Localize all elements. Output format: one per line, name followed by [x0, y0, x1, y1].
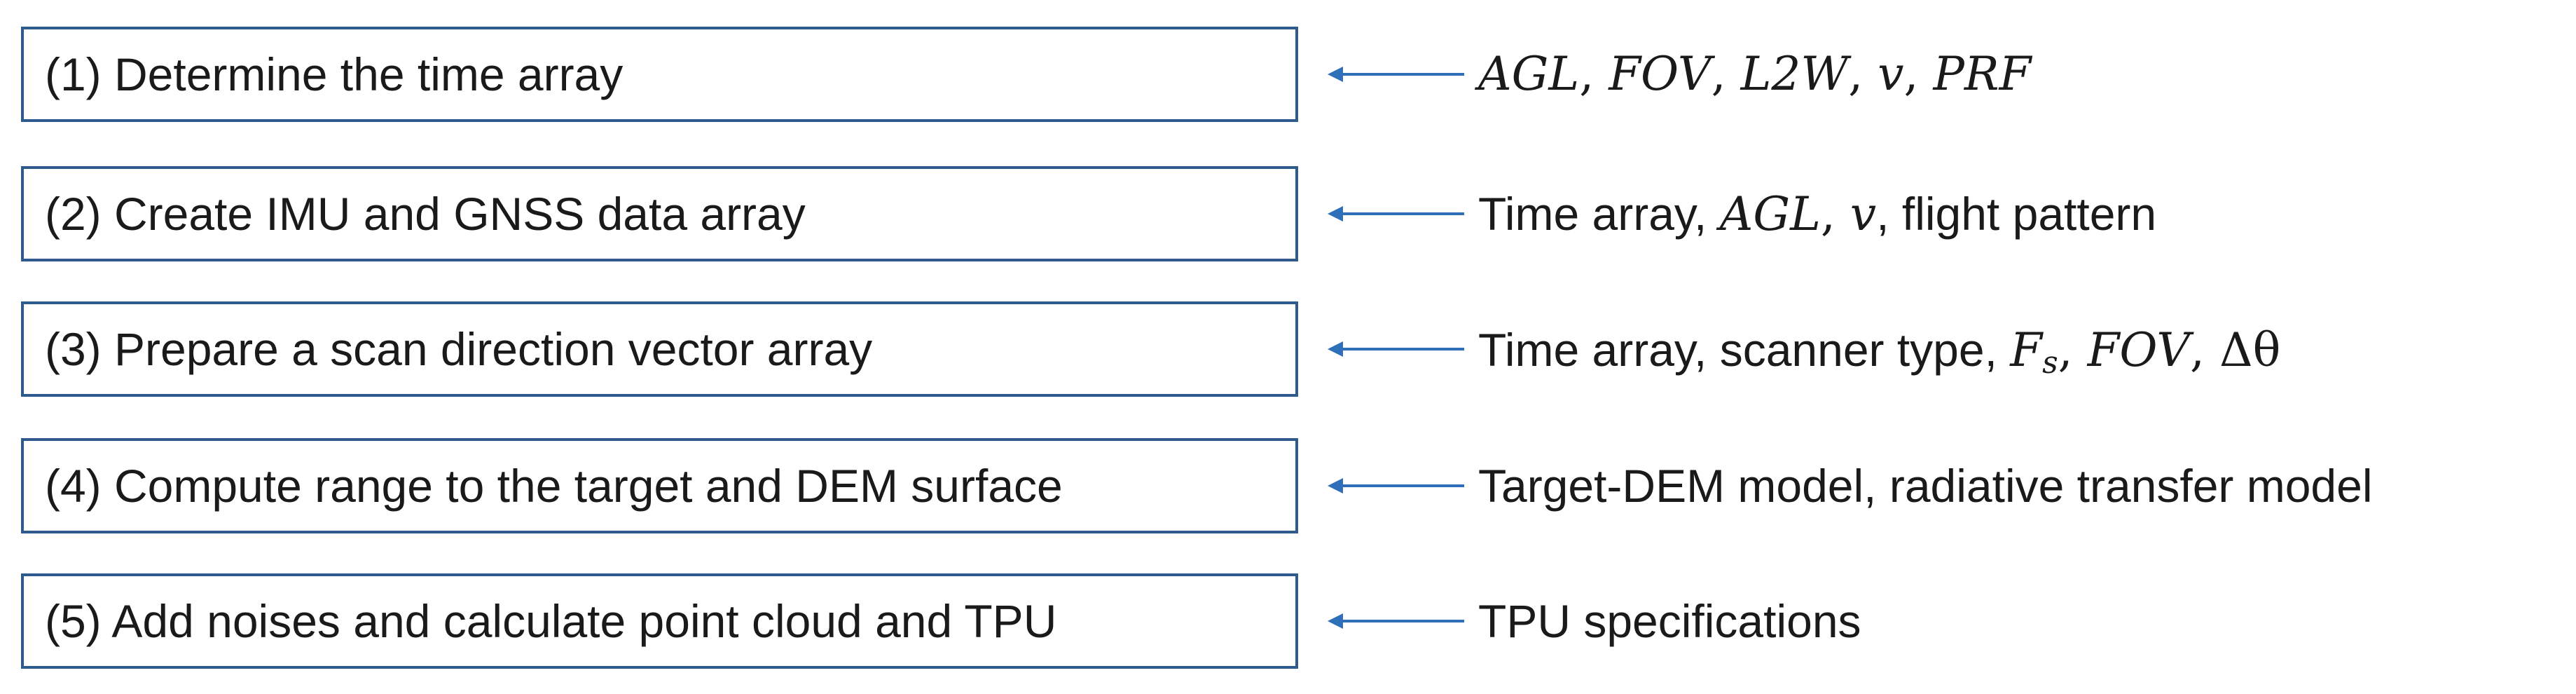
step-3-label: (3) Prepare a scan direction vector arra… [45, 323, 873, 375]
step-3-box: (3) Prepare a scan direction vector arra… [21, 301, 1298, 397]
var-prf: PRF [1933, 47, 2032, 101]
step-1-inputs: AGL, FOV, L2W, v, PRF [1478, 50, 2031, 97]
separator: , [1820, 187, 1850, 241]
arrow-left-icon [1328, 67, 1464, 82]
var-fov: FOV [1609, 47, 1711, 101]
step-5-box: (5) Add noises and calculate point cloud… [21, 573, 1298, 669]
step-4-label: (4) Compute range to the target and DEM … [45, 460, 1063, 512]
input-text: Time array, [1478, 188, 1720, 240]
var-v: v [1878, 47, 1904, 101]
separator: , [1848, 47, 1878, 101]
input-text: TPU specifications [1478, 595, 1861, 647]
var-delta-theta: Δθ [2219, 323, 2281, 377]
arrow-left-icon [1328, 478, 1464, 494]
step-1-label: (1) Determine the time array [45, 48, 624, 100]
separator: , [2058, 323, 2088, 377]
var-v: v [1850, 187, 1877, 241]
step-3-inputs: Time array, scanner type, Fs, FOV, Δθ [1478, 327, 2280, 379]
step-4-box: (4) Compute range to the target and DEM … [21, 438, 1298, 533]
var-l2w: L2W [1740, 47, 1849, 101]
var-f: F [2010, 323, 2043, 377]
arrow-left-icon [1328, 206, 1464, 222]
step-2-inputs: Time array, AGL, v, flight pattern [1478, 191, 2156, 238]
arrow-left-icon [1328, 613, 1464, 629]
separator: , [1711, 47, 1741, 101]
separator: , [2190, 323, 2219, 377]
step-2-box: (2) Create IMU and GNSS data array [21, 166, 1298, 261]
arrow-left-icon [1328, 341, 1464, 357]
var-f-subscript: s [2042, 345, 2058, 381]
var-fov: FOV [2087, 323, 2191, 377]
step-5-inputs: TPU specifications [1478, 598, 1861, 644]
var-agl: AGL [1719, 187, 1821, 241]
separator: , [1903, 47, 1934, 101]
step-1-box: (1) Determine the time array [21, 27, 1298, 122]
step-5-label: (5) Add noises and calculate point cloud… [45, 595, 1057, 647]
var-agl: AGL [1478, 47, 1580, 101]
separator: , [1579, 47, 1609, 101]
input-text: Target-DEM model, radiative transfer mod… [1478, 460, 2373, 512]
step-4-inputs: Target-DEM model, radiative transfer mod… [1478, 463, 2373, 509]
input-text: , flight pattern [1876, 188, 2157, 240]
step-2-label: (2) Create IMU and GNSS data array [45, 188, 806, 240]
input-text: Time array, scanner type, [1478, 324, 2011, 376]
